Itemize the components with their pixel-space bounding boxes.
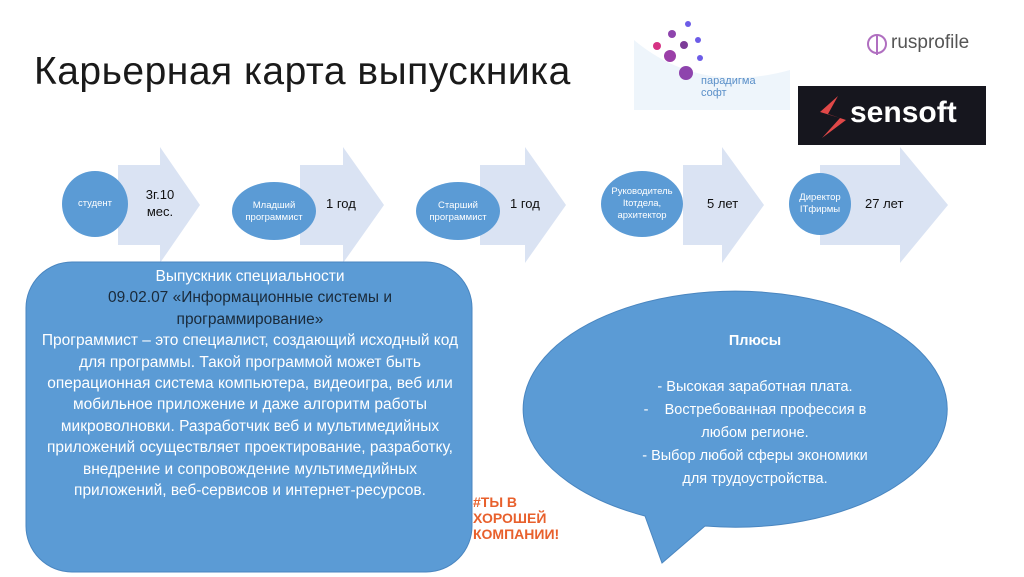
pros-item: - Востребованная профессия в любом регио… [643, 402, 871, 441]
slide-title: Карьерная карта выпускника [34, 50, 571, 93]
description-specialty: 09.02.07 «Информационные системы и прогр… [107, 289, 393, 328]
tagline-line1: #ТЫ В [473, 494, 518, 510]
arrow-shape [300, 147, 384, 263]
career-node-senior: Старший программист [429, 200, 487, 223]
tagline-line2: ХОРОШЕЙ [473, 510, 547, 526]
arrow-shape [118, 147, 200, 263]
tagline: #ТЫ В ХОРОШЕЙ КОМПАНИИ! [473, 494, 559, 542]
pros-item: - Выбор любой сферы экономики для трудоу… [642, 448, 868, 487]
node-ellipse [601, 171, 683, 237]
paradigma-logo [634, 21, 790, 110]
sensoft-logo-icon [820, 96, 846, 138]
node-ellipse [416, 182, 500, 240]
graduate-description: Выпускник специальности 09.02.07 «Информ… [30, 266, 470, 501]
career-node-director: Директор ITфирмы [799, 192, 841, 215]
rusprofile-logo-icon [867, 34, 887, 55]
duration-lead: 5 лет [707, 196, 739, 211]
paradigma-logo-line2: софт [701, 87, 727, 99]
arrow-shape [820, 147, 948, 263]
duration-student: 3г.10 мес. [145, 187, 175, 219]
pros-content: Плюсы - Высокая заработная плата. - Вост… [590, 330, 920, 491]
pros-item: - Высокая заработная плата. [657, 379, 853, 395]
arrow-shape [480, 147, 566, 263]
tagline-line3: КОМПАНИИ! [473, 526, 560, 542]
node-circle [62, 171, 128, 237]
sensoft-logo-bg [798, 86, 986, 145]
career-node-student: студент [77, 198, 113, 209]
career-node-junior: Младший программист [245, 200, 303, 223]
career-node-lead: Руководитель Itотдела, архитектор [611, 186, 673, 221]
pros-heading: Плюсы [728, 333, 782, 349]
description-body: Программист – это специалист, создающий … [41, 332, 459, 500]
paradigma-logo-line1: парадигма [701, 75, 756, 87]
node-circle [789, 173, 851, 235]
sensoft-logo: sensoft [850, 96, 957, 129]
duration-senior: 1 год [510, 196, 540, 211]
paradigma-logo-text: парадигма софт [701, 75, 756, 99]
arrow-shape [683, 147, 764, 263]
description-line1: Выпускник специальности [155, 268, 345, 285]
pros-bubble [522, 290, 948, 564]
node-ellipse [232, 182, 316, 240]
duration-director: 27 лет [865, 196, 904, 211]
duration-junior: 1 год [326, 196, 356, 211]
description-box [25, 261, 473, 573]
rusprofile-logo: rusprofile [891, 32, 970, 53]
